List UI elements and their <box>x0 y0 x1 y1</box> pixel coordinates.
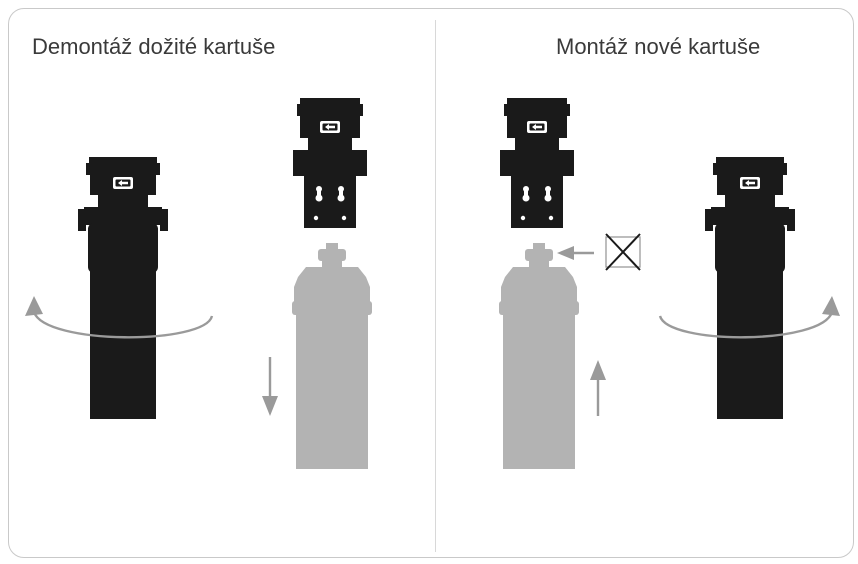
cartridge-head-left <box>293 98 367 228</box>
panel-title-installation: Montáž nové kartuše <box>556 34 761 59</box>
arrow-up-icon <box>590 360 606 416</box>
arrow-down-icon <box>262 357 278 416</box>
cross-box-icon <box>605 233 641 271</box>
panel-divider <box>435 20 436 552</box>
cartridge-assembled-right <box>705 157 795 419</box>
cartridge-old-left <box>292 243 372 469</box>
cartridge-new-right <box>499 243 579 469</box>
rotate-arrow-icon-right <box>658 296 840 339</box>
cartridge-head-right <box>500 98 574 228</box>
cartridge-assembled-left <box>78 157 168 419</box>
panel-title-removal: Demontáž dožité kartuše <box>32 34 276 59</box>
rotate-arrow-icon <box>25 296 214 339</box>
arrow-left-icon <box>557 246 594 260</box>
